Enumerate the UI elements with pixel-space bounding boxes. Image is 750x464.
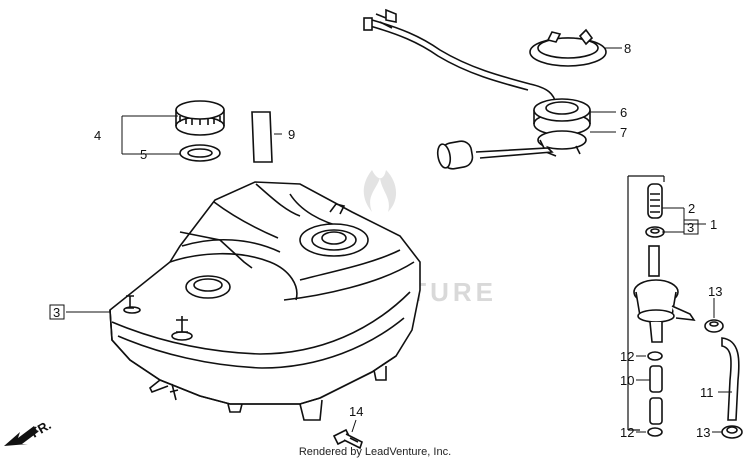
callout-3-box-left xyxy=(49,304,65,320)
fuel-gauge-unit xyxy=(533,98,591,157)
callout-5: 5 xyxy=(140,147,147,162)
callouts: 4 5 9 8 6 7 2 3 1 3 13 12 10 11 12 13 14 xyxy=(49,41,722,440)
callout-3-left: 3 xyxy=(53,305,60,320)
callout-3-right: 3 xyxy=(687,220,694,235)
callout-13-top: 13 xyxy=(708,284,722,299)
front-direction-arrow: FR. xyxy=(4,417,54,446)
fuel-float xyxy=(436,140,554,170)
callout-7: 7 xyxy=(620,125,627,140)
fuel-strainer xyxy=(647,183,663,219)
render-credit: Rendered by LeadVenture, Inc. xyxy=(298,446,452,458)
callout-10: 10 xyxy=(620,373,634,388)
callout-12-top: 12 xyxy=(620,349,634,364)
callout-3-box-right xyxy=(683,219,699,235)
callout-9: 9 xyxy=(288,127,295,142)
fuel-gauge-wiring xyxy=(363,8,557,105)
bracket-1-2-3 xyxy=(627,175,665,431)
callout-13-bottom: 13 xyxy=(696,425,710,440)
direction-label: FR. xyxy=(28,417,54,440)
cap-gasket xyxy=(179,144,221,162)
mounting-bolt xyxy=(332,428,363,450)
strainer-o-ring xyxy=(645,226,665,238)
fuel-cap xyxy=(175,100,225,136)
callout-2: 2 xyxy=(688,201,695,216)
fuel-tank xyxy=(109,181,421,421)
callout-4: 4 xyxy=(94,128,101,143)
callout-6: 6 xyxy=(620,105,627,120)
callout-11: 11 xyxy=(700,385,714,400)
callout-14: 14 xyxy=(349,404,363,419)
fuel-cock xyxy=(633,245,696,343)
callout-8: 8 xyxy=(624,41,631,56)
fuel-gauge-cover xyxy=(529,28,607,67)
leader-lines xyxy=(66,47,732,433)
callout-1: 1 xyxy=(710,217,717,232)
callout-12-bottom: 12 xyxy=(620,425,634,440)
caution-label xyxy=(251,111,273,163)
hose-clips-and-tubes xyxy=(647,319,743,439)
